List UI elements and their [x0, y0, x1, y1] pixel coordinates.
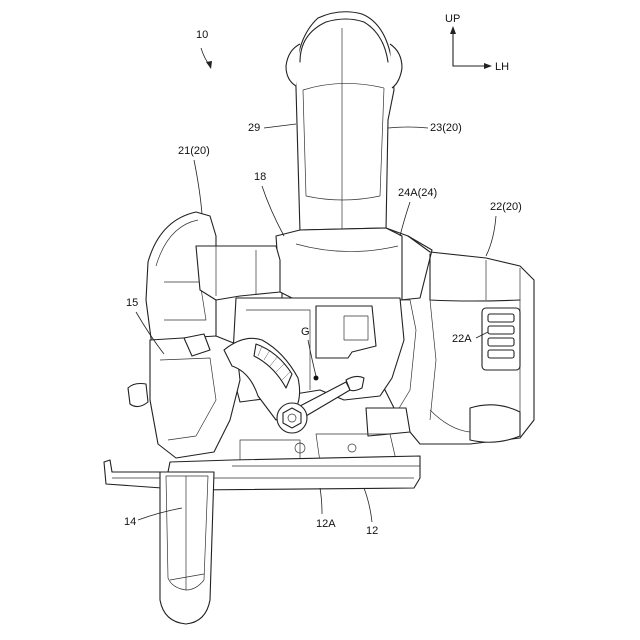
label-14: 14 — [124, 516, 136, 528]
leader-22 — [486, 216, 496, 256]
vent-slot-4 — [488, 350, 514, 358]
handle-collar — [276, 228, 402, 300]
knob-left — [128, 384, 148, 407]
reference-10: 10 — [196, 29, 212, 69]
orientation-arrows: UP LH — [445, 13, 509, 73]
reference-10-arrowhead — [206, 61, 212, 69]
label-24A: 24A(24) — [398, 187, 437, 199]
leader-12 — [364, 488, 372, 522]
vent-slot-2 — [488, 326, 514, 334]
leader-21 — [194, 160, 202, 214]
label-18: 18 — [254, 171, 266, 183]
leader-24A — [400, 202, 410, 236]
base-plate-outline — [104, 456, 420, 490]
blade-outline — [160, 472, 214, 624]
vent-22A — [482, 308, 520, 370]
saw-blade — [160, 472, 214, 624]
up-label: UP — [445, 13, 460, 25]
leader-29 — [264, 124, 296, 128]
up-arrow-head — [450, 26, 456, 34]
label-12A: 12A — [316, 518, 336, 530]
leader-12A — [320, 488, 322, 514]
leader-23 — [388, 127, 428, 128]
lh-arrow-head — [484, 63, 492, 69]
center-of-gravity — [314, 376, 319, 381]
lh-label: LH — [495, 61, 509, 73]
bevel-nut — [283, 408, 301, 428]
vent-slot-3 — [488, 338, 514, 346]
base-plate — [104, 456, 420, 490]
collar-outline — [276, 228, 402, 300]
cover-mount-block — [196, 246, 280, 300]
handle — [286, 12, 402, 232]
vent-slot-1 — [488, 314, 514, 322]
cog-dot — [314, 376, 319, 381]
label-21: 21(20) — [178, 145, 210, 157]
label-29: 29 — [248, 122, 260, 134]
lower-lever — [366, 408, 410, 436]
reference-10-label: 10 — [196, 29, 208, 41]
label-G: G — [301, 326, 310, 338]
handle-front-bump — [390, 44, 402, 88]
label-15: 15 — [126, 297, 138, 309]
blade-guard — [128, 334, 240, 458]
motor-end-cap — [470, 405, 520, 442]
handle-outline — [296, 12, 394, 232]
label-22A: 22A — [452, 333, 472, 345]
label-12: 12 — [366, 525, 378, 537]
bracket-pin-2 — [348, 444, 356, 452]
label-22: 22(20) — [490, 201, 522, 213]
label-23: 23(20) — [430, 122, 462, 134]
leader-18 — [262, 186, 284, 236]
